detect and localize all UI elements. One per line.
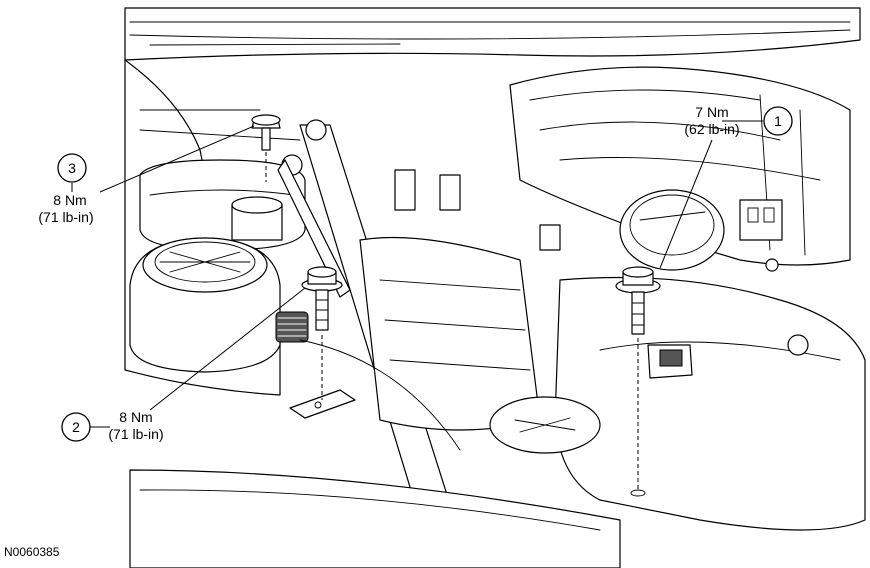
callout-3: 3 8 Nm (71 lb-in) bbox=[38, 153, 94, 225]
callout-3-number: 3 bbox=[68, 160, 76, 176]
callout-1: 1 7 Nm (62 lb-in) bbox=[684, 104, 793, 137]
engine-line-art bbox=[124, 7, 866, 568]
callout-1-number: 1 bbox=[774, 113, 782, 129]
callout-3-circle bbox=[57, 153, 87, 183]
bolt-1 bbox=[615, 266, 661, 497]
callout-2-number: 2 bbox=[72, 419, 80, 435]
reference-id: N0060385 bbox=[4, 545, 60, 559]
callout-1-torque-nm: 7 Nm bbox=[695, 104, 728, 120]
callout-2: 2 8 Nm (71 lb-in) bbox=[61, 409, 164, 442]
leader-lines bbox=[71, 120, 763, 428]
callout-3-torque-nm: 8 Nm bbox=[53, 192, 86, 208]
callout-1-circle bbox=[763, 106, 793, 136]
callout-2-torque-nm: 8 Nm bbox=[119, 409, 152, 425]
bolt-3 bbox=[251, 114, 281, 182]
callout-2-circle bbox=[61, 412, 91, 442]
bolt-2 bbox=[301, 266, 343, 400]
callout-1-torque-lbin: (62 lb-in) bbox=[684, 121, 739, 137]
callout-2-torque-lbin: (71 lb-in) bbox=[108, 426, 163, 442]
callout-3-torque-lbin: (71 lb-in) bbox=[38, 209, 93, 225]
